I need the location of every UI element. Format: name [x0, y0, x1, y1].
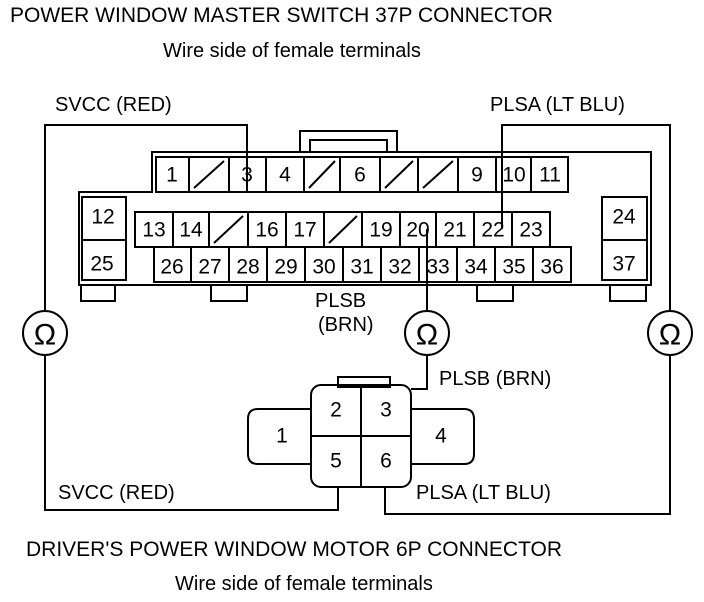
plsa-wire-label-bottom: PLSA (LT BLU): [416, 482, 551, 504]
master-switch-connector-title: POWER WINDOW MASTER SWITCH 37P CONNECTOR: [10, 4, 553, 27]
master-switch-connector-outline: [78, 151, 652, 286]
terminal-label: 28: [236, 256, 259, 279]
terminal-label: 9: [471, 164, 483, 187]
connector-lock-tab: [299, 130, 398, 152]
motor-terminal-label: 5: [330, 450, 342, 473]
connector-foot: [210, 284, 248, 302]
plsa-wire: [501, 124, 671, 310]
terminal-label: 19: [369, 219, 392, 242]
terminal-label: 30: [312, 256, 335, 279]
motor-connector-subtitle: Wire side of female terminals: [175, 573, 433, 595]
terminal-label: 10: [502, 164, 525, 187]
terminal-label: 29: [274, 256, 297, 279]
terminal-cell: [530, 156, 569, 193]
terminal-label: 21: [443, 219, 466, 242]
motor-terminal-label: 2: [330, 399, 342, 422]
terminal-label: 25: [90, 253, 113, 276]
blank-slash: [384, 160, 414, 189]
ohm-icon: Ω: [34, 319, 56, 352]
terminal-label: 1: [166, 164, 178, 187]
plsb-wire-label-top: PLSB: [315, 290, 367, 312]
blank-slash: [308, 160, 336, 189]
terminal-label: 26: [160, 256, 183, 279]
terminal-label: 6: [354, 164, 366, 187]
ohmmeter-middle: [404, 310, 450, 356]
motor-terminal-label: 4: [435, 425, 447, 448]
terminal-label: 27: [198, 256, 221, 279]
terminal-cell: [601, 239, 648, 281]
ohm-icon: Ω: [659, 319, 681, 352]
blank-slash: [213, 215, 244, 244]
terminal-label: 24: [612, 206, 636, 229]
terminal-label: 37: [612, 253, 635, 276]
plsb-wire-lower: [411, 356, 428, 390]
plsa-wire-lower: [384, 356, 671, 515]
terminal-label: 20: [406, 219, 429, 242]
terminal-label: 17: [293, 219, 316, 242]
blank-slash: [193, 160, 225, 189]
ohmmeter-left: [22, 310, 68, 356]
terminal-label: 34: [464, 256, 488, 279]
connector-foot: [80, 284, 116, 302]
ohm-icon: Ω: [416, 319, 438, 352]
blank-slash: [328, 215, 358, 244]
terminal-label: 33: [426, 256, 449, 279]
terminal-label: 14: [179, 219, 203, 242]
connector-foot: [609, 284, 647, 302]
master-switch-connector-subtitle: Wire side of female terminals: [163, 40, 421, 62]
terminal-label: 32: [388, 256, 411, 279]
svcc-wire: [44, 124, 248, 310]
terminal-label: 31: [350, 256, 373, 279]
plsb-wire-label: PLSB (BRN): [439, 368, 552, 390]
terminal-label: 11: [539, 164, 561, 187]
terminal-label: 13: [142, 219, 165, 242]
terminal-label: 16: [255, 219, 278, 242]
motor-terminal-label: 1: [276, 425, 288, 448]
terminal-label: 3: [241, 164, 253, 187]
blank-slash: [422, 160, 454, 189]
connector-foot: [476, 284, 514, 302]
terminal-cell: [81, 239, 127, 281]
motor-terminal-1-housing: [247, 408, 311, 465]
terminal-label: 36: [540, 256, 563, 279]
plsa-wire-label-top: PLSA (LT BLU): [490, 94, 625, 116]
terminal-label: 22: [481, 219, 504, 242]
terminal-label: 12: [91, 206, 114, 229]
svcc-wire-label-bottom: SVCC (RED): [58, 482, 175, 504]
motor-terminal-label: 6: [380, 450, 392, 473]
svcc-wire-label-top: SVCC (RED): [55, 94, 172, 116]
motor-terminal-label: 3: [380, 399, 392, 422]
terminal-cell: [532, 246, 572, 283]
plsb-wire-label-top-color: (BRN): [318, 314, 374, 336]
terminal-label: 35: [502, 256, 525, 279]
motor-connector-title: DRIVER'S POWER WINDOW MOTOR 6P CONNECTOR: [26, 538, 563, 561]
motor-connector-lock-tab: [337, 376, 391, 388]
terminal-label: 23: [519, 219, 542, 242]
ohmmeter-right: [647, 310, 693, 356]
motor-terminal-4-housing: [411, 408, 475, 465]
svcc-wire-lower: [44, 356, 339, 511]
terminal-label: 4: [279, 164, 291, 187]
